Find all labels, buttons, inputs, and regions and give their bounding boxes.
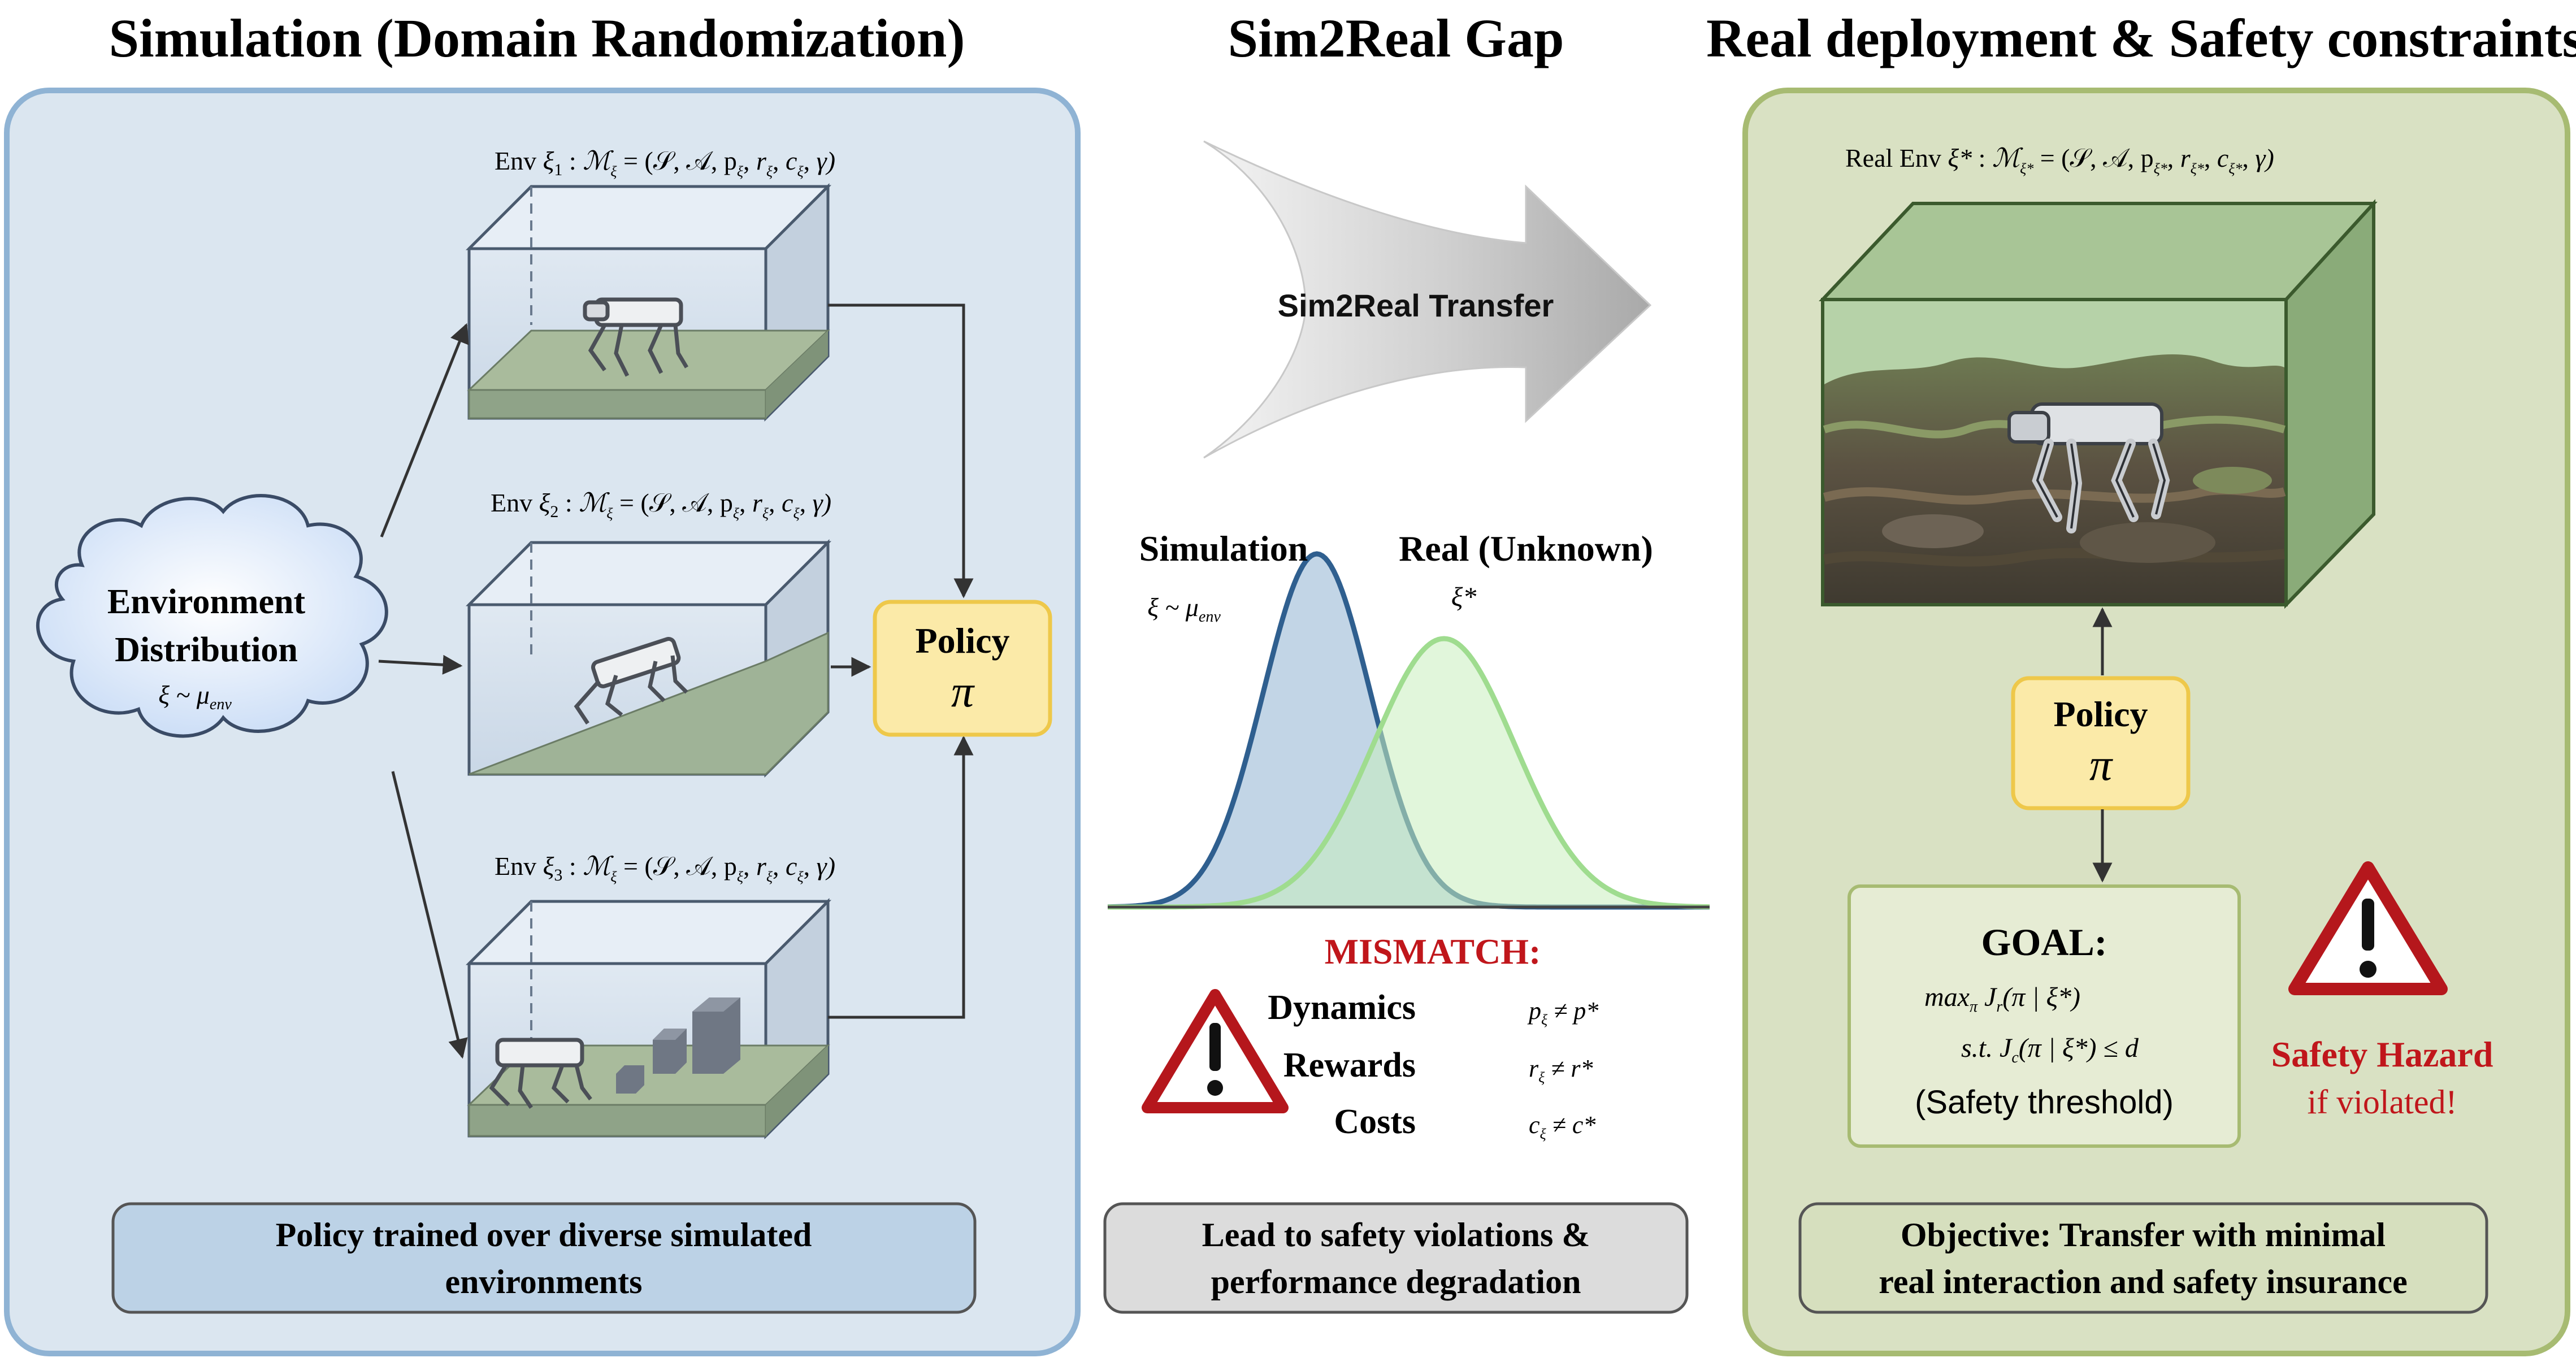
- real-caption-line2: real interaction and safety insurance: [1879, 1263, 2407, 1300]
- mismatch-dynamics-formula: pξ ≠ p*: [1527, 997, 1598, 1028]
- sim-distribution-formula: ξ ~ μenv: [1147, 593, 1221, 626]
- arrow-env1-policy: [828, 303, 974, 598]
- svg-text:Env ξ2 : ℳξ = (𝒮, 𝒜, pξ, rξ: Env ξ2 : ℳξ = (𝒮, 𝒜, pξ, rξ, cξ, γ): [491, 488, 831, 522]
- mismatch-warning-icon: [1142, 989, 1289, 1113]
- robot-dog-2: [574, 637, 688, 725]
- mismatch-costs-formula: cξ ≠ c*: [1529, 1111, 1595, 1142]
- arrow-cloud-env3: [391, 771, 468, 1059]
- robot-dog-1: [583, 297, 689, 377]
- sim-caption-line2: environments: [445, 1263, 643, 1300]
- header-sim2real-gap: Sim2Real Gap: [1228, 8, 1564, 68]
- header-real-deployment: Real deployment & Safety constraints: [1706, 8, 2576, 68]
- real-terrain-photo: [1823, 354, 2286, 603]
- sim2real-transfer-label: Sim2Real Transfer: [1278, 288, 1554, 323]
- svg-text:Real Env ξ* : ℳξ* = (𝒮, 𝒜,: Real Env ξ* : ℳξ* = (𝒮, 𝒜, pξ*, rξ*, cξ*…: [1845, 144, 2274, 177]
- real-policy-symbol: π: [2089, 740, 2113, 790]
- sim-policy-box: Policy π: [873, 600, 1052, 737]
- safety-hazard-note: if violated!: [2308, 1083, 2457, 1121]
- env-box-3: [465, 897, 832, 1140]
- real-robot-dog: [2007, 402, 2170, 533]
- goal-box: GOAL: maxπ Jr(π | ξ*) s.t. Jc(π | ξ*) ≤ …: [1848, 884, 2241, 1148]
- real-distribution-label: Real (Unknown): [1399, 528, 1653, 569]
- goal-objective: maxπ Jr(π | ξ*): [1924, 982, 2080, 1016]
- mismatch-title: MISMATCH:: [1325, 931, 1541, 971]
- obstacle-blocks: [616, 997, 740, 1094]
- sim-policy-symbol: π: [951, 667, 975, 717]
- sim-policy-label: Policy: [915, 621, 1009, 661]
- arrow-cloud-env1: [380, 323, 469, 537]
- env-box-1: [465, 183, 832, 422]
- env3-formula: Env ξ3 : ℳξ = (𝒮, 𝒜, pξ, rξ, cξ, γ): [495, 852, 835, 885]
- gap-caption-line2: performance degradation: [1211, 1263, 1581, 1300]
- goal-constraint: s.t. Jc(π | ξ*) ≤ d: [1961, 1033, 2139, 1066]
- cloud-label-line2: Distribution: [115, 631, 298, 669]
- real-policy-box: Policy π: [2011, 676, 2191, 810]
- sim-caption-box: Policy trained over diverse simulated en…: [111, 1202, 977, 1314]
- environment-distribution-cloud: Environment Distribution ξ ~ μenv: [36, 494, 388, 738]
- sim-caption-line1: Policy trained over diverse simulated: [276, 1216, 812, 1253]
- env2-formula: Env ξ2 : ℳξ = (𝒮, 𝒜, pξ, rξ, cξ, γ): [491, 488, 831, 522]
- sim-distribution-label: Simulation: [1139, 528, 1308, 569]
- real-caption-line1: Objective: Transfer with minimal: [1901, 1216, 2386, 1253]
- arrow-cloud-env2: [378, 654, 463, 675]
- robot-dog-3: [489, 1038, 592, 1109]
- safety-hazard-warning-icon: [2288, 861, 2448, 995]
- real-caption-box: Objective: Transfer with minimal real in…: [1798, 1202, 2488, 1314]
- simulation-distribution-area: [1108, 554, 1710, 907]
- svg-text:Env ξ3 : ℳξ = (𝒮, 𝒜, pξ, rξ: Env ξ3 : ℳξ = (𝒮, 𝒜, pξ, rξ, cξ, γ): [495, 852, 835, 885]
- real-distribution-formula: ξ*: [1451, 582, 1477, 612]
- gap-caption-box: Lead to safety violations & performance …: [1103, 1202, 1689, 1314]
- env-box-2: [465, 539, 832, 778]
- goal-note: (Safety threshold): [1915, 1084, 2174, 1121]
- mismatch-dynamics-label: Dynamics: [1268, 988, 1416, 1027]
- mismatch-rewards-label: Rewards: [1283, 1046, 1416, 1085]
- cloud-label-line1: Environment: [107, 583, 306, 621]
- mismatch-rewards-formula: rξ ≠ r*: [1529, 1055, 1593, 1086]
- real-env-box: [1819, 199, 2378, 609]
- cloud-formula: ξ ~ μenv: [158, 680, 232, 713]
- distribution-curves: [1107, 551, 1710, 910]
- real-policy-label: Policy: [2053, 694, 2148, 734]
- mismatch-list: Dynamics pξ ≠ p* Rewards rξ ≠ r* Costs c…: [1268, 988, 1598, 1142]
- goal-title: GOAL:: [1981, 921, 2107, 964]
- header-simulation: Simulation (Domain Randomization): [109, 8, 965, 68]
- sim2real-transfer-arrow: Sim2Real Transfer: [1203, 140, 1652, 459]
- real-env-formula: Real Env ξ* : ℳξ* = (𝒮, 𝒜, pξ*, rξ*, cξ*…: [1845, 144, 2274, 177]
- env1-formula: Env ξ1 : ℳξ = (𝒮, 𝒜, pξ, rξ, cξ, γ): [495, 146, 835, 180]
- arrow-env3-policy: [828, 735, 974, 1019]
- svg-text:Env ξ1 : ℳξ = (𝒮, 𝒜, pξ, rξ: Env ξ1 : ℳξ = (𝒮, 𝒜, pξ, rξ, cξ, γ): [495, 146, 835, 180]
- mismatch-costs-label: Costs: [1334, 1103, 1416, 1141]
- gap-caption-line1: Lead to safety violations &: [1202, 1216, 1590, 1253]
- safety-hazard-label: Safety Hazard: [2271, 1034, 2493, 1074]
- real-distribution-area: [1108, 639, 1710, 907]
